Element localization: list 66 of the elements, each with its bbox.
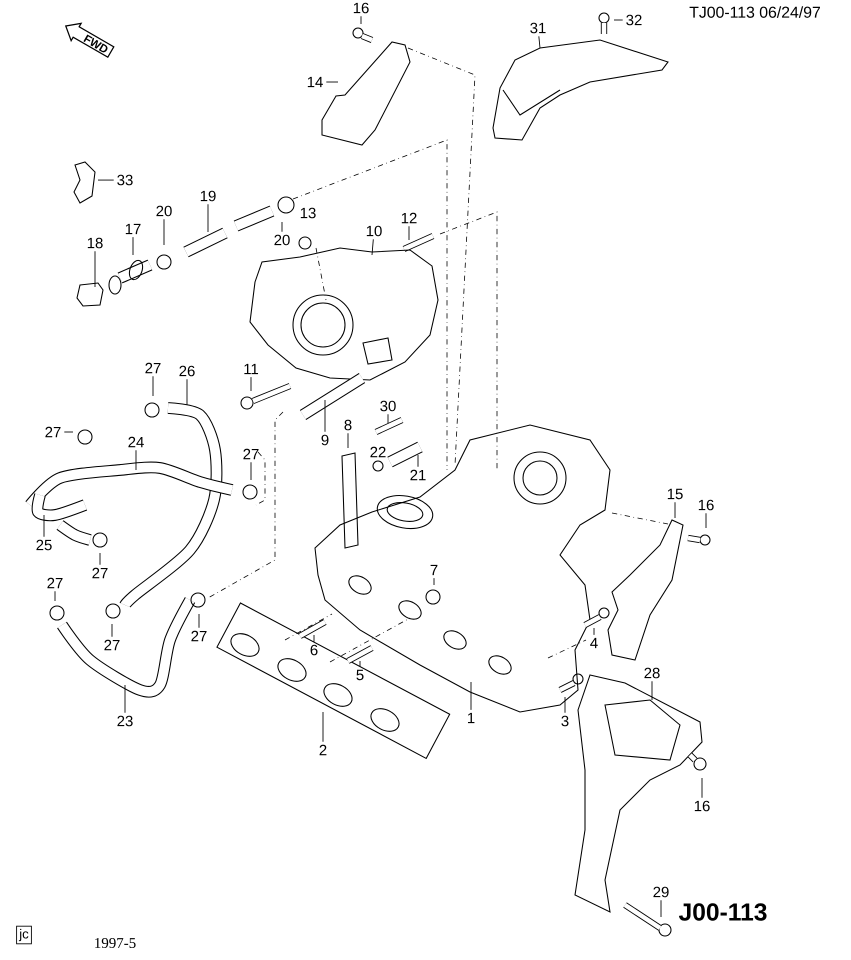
callout-number: 27 [45, 426, 61, 438]
callout-number: 27 [191, 630, 207, 642]
drawing-number: J00-113 [678, 903, 767, 921]
callout-number: 16 [354, 2, 369, 14]
leader-line [660, 900, 662, 918]
callout-number: 16 [694, 800, 710, 812]
callout-number: 19 [200, 190, 216, 202]
callout-number: 10 [366, 226, 382, 236]
leader-line [322, 712, 324, 742]
callout-number: 27 [47, 578, 63, 588]
callout-number: 25 [36, 540, 52, 550]
callout-number: 16 [698, 500, 714, 510]
leader-line [250, 376, 252, 392]
callout-number: 27 [92, 568, 108, 578]
boxed-code: jc [16, 926, 32, 944]
leader-line [54, 590, 56, 602]
callout-number: 2 [320, 744, 326, 756]
date-code: 1997-5 [95, 938, 136, 948]
callout-number: 33 [117, 174, 133, 186]
callout-number: 18 [88, 238, 103, 248]
callout-number: 11 [244, 364, 258, 374]
callout-number: 8 [344, 420, 352, 430]
callout-number: 27 [243, 448, 259, 460]
callout-number: 12 [402, 212, 417, 224]
leader-line [124, 684, 126, 714]
callout-number: 3 [561, 716, 568, 726]
leader-line [360, 16, 362, 24]
leader-line [94, 250, 96, 288]
leader-line [198, 614, 200, 628]
callout-number: 24 [128, 436, 144, 448]
callout-number: 22 [370, 446, 386, 458]
leader-line [186, 378, 188, 406]
callout-number: 1 [468, 712, 474, 724]
leader-line [538, 36, 540, 48]
callout-number: 32 [626, 14, 642, 26]
callout-number: 20 [156, 206, 172, 216]
callout-number: 28 [644, 668, 660, 678]
callout-number: 14 [308, 76, 323, 88]
leader-line [152, 376, 154, 396]
callout-number: 27 [104, 640, 120, 650]
callout-number: 20 [274, 234, 290, 246]
leader-line [250, 462, 252, 480]
leader-line [372, 238, 374, 256]
leader-line [324, 400, 326, 432]
callout-number: 23 [117, 716, 133, 726]
callout-number: 29 [653, 886, 669, 898]
callout-number: 13 [300, 208, 316, 218]
callout-number: 26 [179, 366, 195, 376]
callout-number: 21 [410, 470, 426, 480]
callout-number: 7 [430, 564, 438, 576]
callout-number: 31 [530, 22, 546, 34]
callout-number: 30 [380, 400, 396, 412]
callout-number: 4 [590, 638, 598, 648]
leader-line [470, 682, 472, 710]
drawing-number: TJ00-113 06/24/97 [690, 6, 820, 18]
callout-number: 27 [145, 362, 161, 374]
callout-number: 9 [322, 434, 328, 446]
leader-line [674, 502, 676, 518]
leader-line [132, 236, 134, 256]
leader-line [408, 226, 410, 240]
callout-number: 6 [310, 644, 318, 656]
leader-line [564, 696, 566, 714]
callout-number: 17 [126, 224, 141, 234]
callout-number: 15 [668, 488, 683, 500]
callout-number: 5 [356, 670, 364, 680]
direction-label: FWD [83, 34, 108, 52]
